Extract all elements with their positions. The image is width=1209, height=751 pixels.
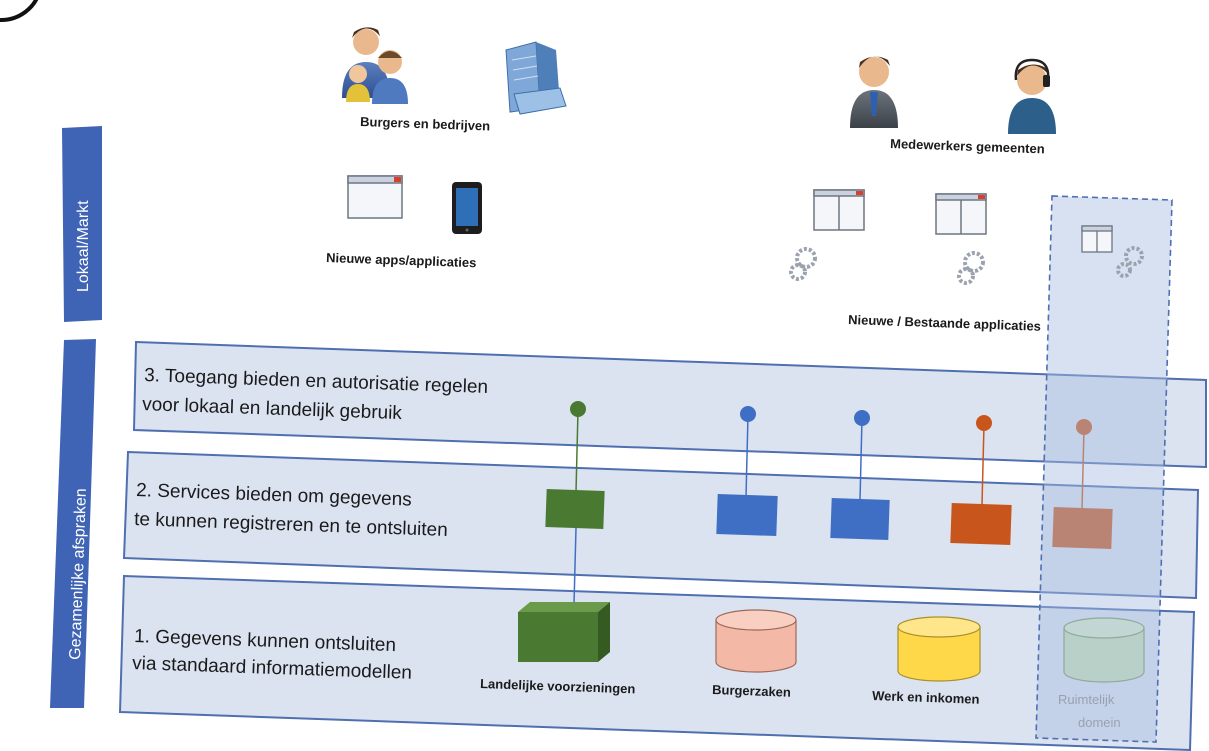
layer-band-2 [122, 450, 1200, 600]
connector-blue-1 [740, 406, 756, 498]
service-square-green [545, 488, 605, 530]
employee-manager-icon [850, 56, 898, 128]
service-square-blue-1 [716, 493, 778, 537]
employee-support-icon [1008, 58, 1056, 134]
source-label-werk-inkomen: Werk en inkomen [872, 688, 980, 707]
connector-blue-2 [854, 410, 870, 501]
source-db-ruimtelijk [1063, 617, 1145, 683]
gears-icon-1 [789, 247, 817, 281]
source-label-ruimtelijk-2: domein [1078, 715, 1121, 730]
domain-highlight-column [1035, 195, 1173, 743]
browser-window-icon [347, 175, 403, 219]
tablet-icon [452, 182, 482, 234]
source-cube-landelijk [518, 602, 610, 662]
connector-orange-1 [976, 415, 992, 506]
gears-icon-2 [957, 251, 985, 285]
apps-label-new: Nieuwe apps/applicaties [326, 250, 477, 270]
layer-band-3 [132, 340, 1207, 469]
side-label-top-text: Lokaal/Markt [75, 200, 92, 292]
source-db-werk-inkomen [897, 616, 981, 682]
service-square-blue-2 [830, 498, 890, 540]
corner-circle-icon [0, 0, 39, 23]
side-label-gezamenlijke-afspraken: Gezamenlijke afspraken [50, 339, 96, 708]
source-label-burgerzaken: Burgerzaken [712, 682, 791, 700]
app-window-icon-2 [935, 193, 987, 235]
app-window-icon-3 [1081, 225, 1113, 253]
source-label-landelijk: Landelijke voorzieningen [480, 676, 636, 696]
connector-orange-2 [1076, 419, 1092, 510]
connector-green [570, 401, 586, 605]
citizens-people-icon [342, 27, 408, 104]
business-building-icon [505, 41, 567, 115]
side-label-lokaal-markt: Lokaal/Markt [62, 126, 102, 322]
source-label-ruimtelijk-1: Ruimtelijk [1058, 692, 1115, 707]
apps-label-new-existing: Nieuwe / Bestaande applicaties [848, 312, 1041, 334]
service-square-orange-1 [950, 502, 1012, 546]
actor-label-citizens: Burgers en bedrijven [360, 114, 491, 134]
service-square-orange-2 [1052, 507, 1113, 550]
side-label-bottom-text: Gezamenlijke afspraken [67, 488, 90, 660]
app-window-icon-1 [813, 189, 865, 231]
gears-icon-3 [1116, 246, 1144, 278]
actor-label-employees: Medewerkers gemeenten [890, 136, 1045, 156]
source-db-burgerzaken [715, 609, 797, 673]
